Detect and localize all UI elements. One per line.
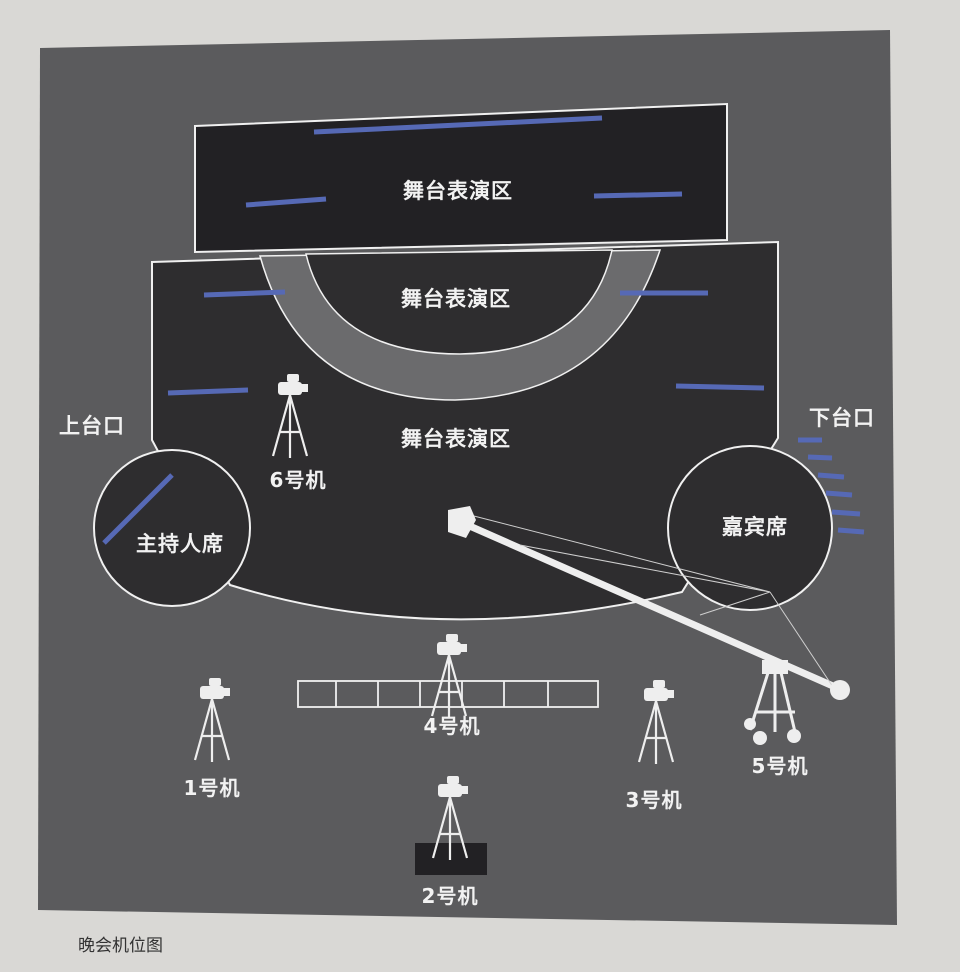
camera-2-label: 2号机 — [422, 884, 479, 908]
stage-light-bar — [837, 527, 865, 535]
camera-1-label: 1号机 — [184, 776, 241, 800]
guest-seat-circle — [667, 445, 833, 611]
stage-light-bar — [825, 490, 853, 498]
stage-front-label: 舞台表演区 — [401, 427, 511, 451]
stage-light-bar — [102, 473, 174, 545]
stage-light-bar — [675, 383, 765, 391]
guest-seat-label: 嘉宾席 — [722, 515, 788, 539]
host-seat-circle — [93, 449, 251, 607]
camera-6-label: 6号机 — [270, 468, 327, 492]
stage-light-bar — [203, 289, 286, 298]
stage-back-label: 舞台表演区 — [403, 179, 513, 203]
stage-light-bar — [831, 509, 861, 517]
figure-caption: 晚会机位图 — [78, 936, 163, 956]
stage-light-bar — [167, 387, 249, 396]
stage-entrance-label: 上台口 — [59, 414, 125, 438]
stage-lights — [102, 115, 865, 545]
stage-light-bar — [817, 472, 845, 480]
stage-light-bar — [245, 196, 327, 208]
camera-3-label: 3号机 — [626, 788, 683, 812]
stage-light-bar — [313, 115, 603, 135]
camera-5-label: 5号机 — [752, 754, 809, 778]
stage-light-bar — [807, 454, 833, 461]
stage-exit-label: 下台口 — [809, 406, 875, 430]
camera-crane-icon — [448, 506, 850, 745]
camera-4-label: 4号机 — [424, 714, 481, 738]
stage-inner-semicircle — [305, 249, 613, 355]
stage-back-area — [194, 102, 728, 254]
stage-middle-label: 舞台表演区 — [401, 287, 511, 311]
host-seat-label: 主持人席 — [136, 532, 224, 556]
stage-light-bar — [593, 191, 683, 199]
